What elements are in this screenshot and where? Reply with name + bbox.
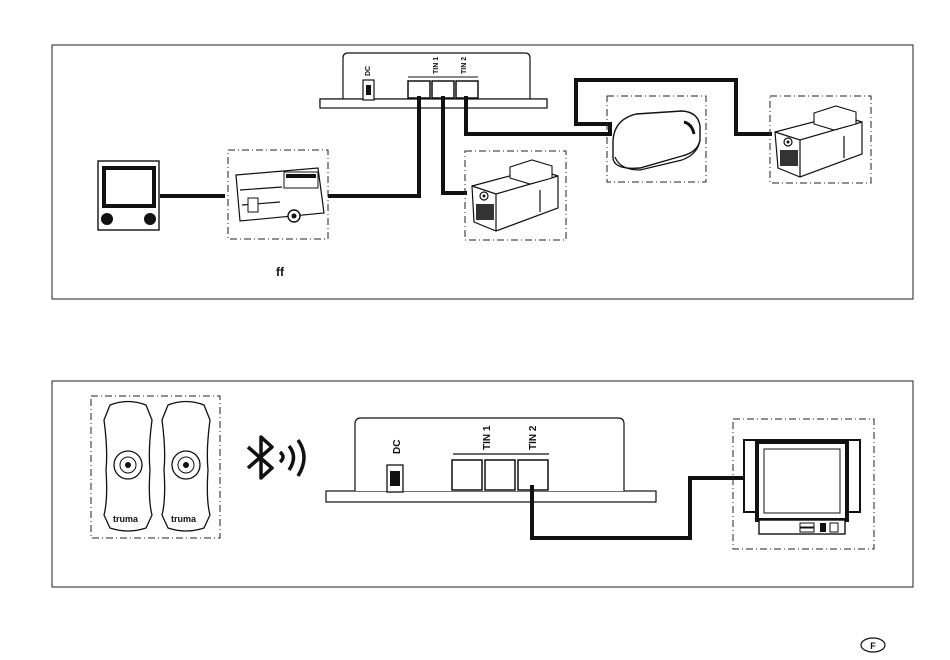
- tin-port-bottom-1: [452, 460, 482, 490]
- tin1-label-bottom: TIN 1: [482, 425, 493, 450]
- dc-label-bottom: DC: [392, 440, 403, 454]
- footnote-ff: ff: [276, 265, 285, 279]
- remote-right: truma: [162, 402, 210, 532]
- ac-unit-middle: [465, 151, 566, 240]
- remote-left: truma: [104, 402, 152, 532]
- tin-port-3: [456, 81, 478, 98]
- bluetooth-icon: [248, 437, 304, 478]
- tin2-label-bottom: TIN 2: [528, 425, 539, 450]
- wire-ac-unit: [443, 96, 467, 193]
- tin1-label: TIN 1: [433, 57, 440, 74]
- page-badge: F: [861, 638, 885, 652]
- roof-ac-unit: [607, 96, 706, 182]
- heater-unit: [228, 150, 328, 239]
- tin2-label: TIN 2: [461, 57, 468, 74]
- tin-port-1: [408, 81, 430, 98]
- remote-brand-left: truma: [113, 514, 139, 524]
- tv-monitor: [733, 419, 874, 549]
- control-panel-top: [98, 161, 159, 230]
- remote-brand-right: truma: [171, 514, 197, 524]
- tin-port-2: [432, 81, 454, 98]
- inet-box-top: DC TIN 1 TIN 2: [320, 53, 547, 108]
- remotes: truma truma: [91, 396, 220, 538]
- ac-unit-right: [770, 96, 871, 183]
- dc-label: DC: [365, 66, 372, 76]
- page-badge-label: F: [870, 641, 876, 651]
- tin-port-bottom-2: [485, 460, 515, 490]
- top-figure: DC TIN 1 TIN 2: [52, 45, 913, 299]
- bottom-figure: truma truma DC: [52, 381, 913, 587]
- inet-box-bottom: DC TIN 1 TIN 2: [326, 418, 656, 502]
- wire-heater: [328, 96, 419, 196]
